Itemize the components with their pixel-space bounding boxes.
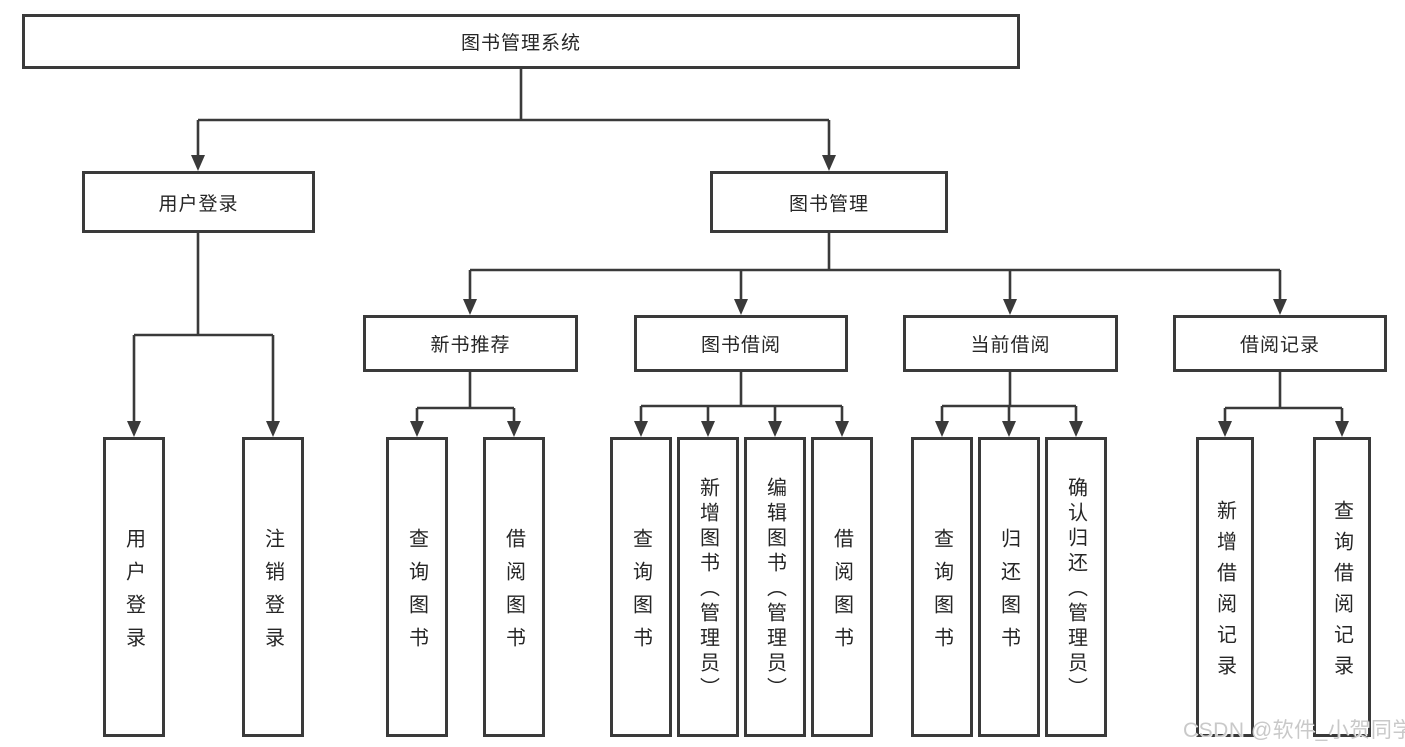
leaf-user-login: 用户登录 [103,437,165,737]
leaf-label: 查询图书 [405,527,428,660]
leaf-label: 查询借阅记录 [1330,499,1353,686]
leaf-add-borrow-record: 新增借阅记录 [1196,437,1254,737]
leaf-label: 借阅图书 [502,527,525,660]
node-library-system: 图书管理系统 [22,14,1020,69]
leaf-query-books-recommend: 查询图书 [386,437,448,737]
watermark: CSDN @软件_小贺同学 [1183,719,1405,742]
leaf-borrow-books-borrowing: 借阅图书 [811,437,873,737]
node-borrowing-records: 借阅记录 [1173,315,1387,372]
leaf-label: 用户登录 [122,527,145,660]
leaf-logout-login: 注销登录 [242,437,304,737]
leaf-return-books: 归还图书 [978,437,1040,737]
leaf-label: 归还图书 [997,527,1020,660]
node-new-book-recommendation: 新书推荐 [363,315,578,372]
node-label: 用户登录 [158,193,239,215]
leaf-add-books-admin: 新增图书（管理员） [677,437,739,737]
leaf-label: 编辑图书（管理员） [763,477,786,702]
node-label: 当前借阅 [970,335,1051,356]
node-label: 图书管理 [788,193,869,215]
node-user-login: 用户登录 [82,171,315,233]
leaf-query-books-borrowing: 查询图书 [610,437,672,737]
leaf-label: 借阅图书 [830,527,853,660]
node-current-borrowing: 当前借阅 [903,315,1118,372]
leaf-borrow-books-recommend: 借阅图书 [483,437,545,737]
node-label: 图书管理系统 [460,33,581,54]
leaf-confirm-return-admin: 确认归还（管理员） [1045,437,1107,737]
leaf-label: 查询图书 [629,527,652,660]
leaf-label: 确认归还（管理员） [1064,477,1087,702]
node-book-management: 图书管理 [710,171,948,233]
leaf-edit-books-admin: 编辑图书（管理员） [744,437,806,737]
leaf-query-borrow-record: 查询借阅记录 [1313,437,1371,737]
node-label: 新书推荐 [430,335,511,356]
leaf-label: 新增图书（管理员） [696,477,719,702]
leaf-query-books-current: 查询图书 [911,437,973,737]
node-label: 图书借阅 [700,335,781,356]
leaf-label: 注销登录 [261,527,284,660]
leaf-label: 新增借阅记录 [1213,499,1236,686]
connector-path [132,67,1344,423]
leaf-label: 查询图书 [930,527,953,660]
node-book-borrowing: 图书借阅 [634,315,848,372]
node-label: 借阅记录 [1239,335,1320,356]
